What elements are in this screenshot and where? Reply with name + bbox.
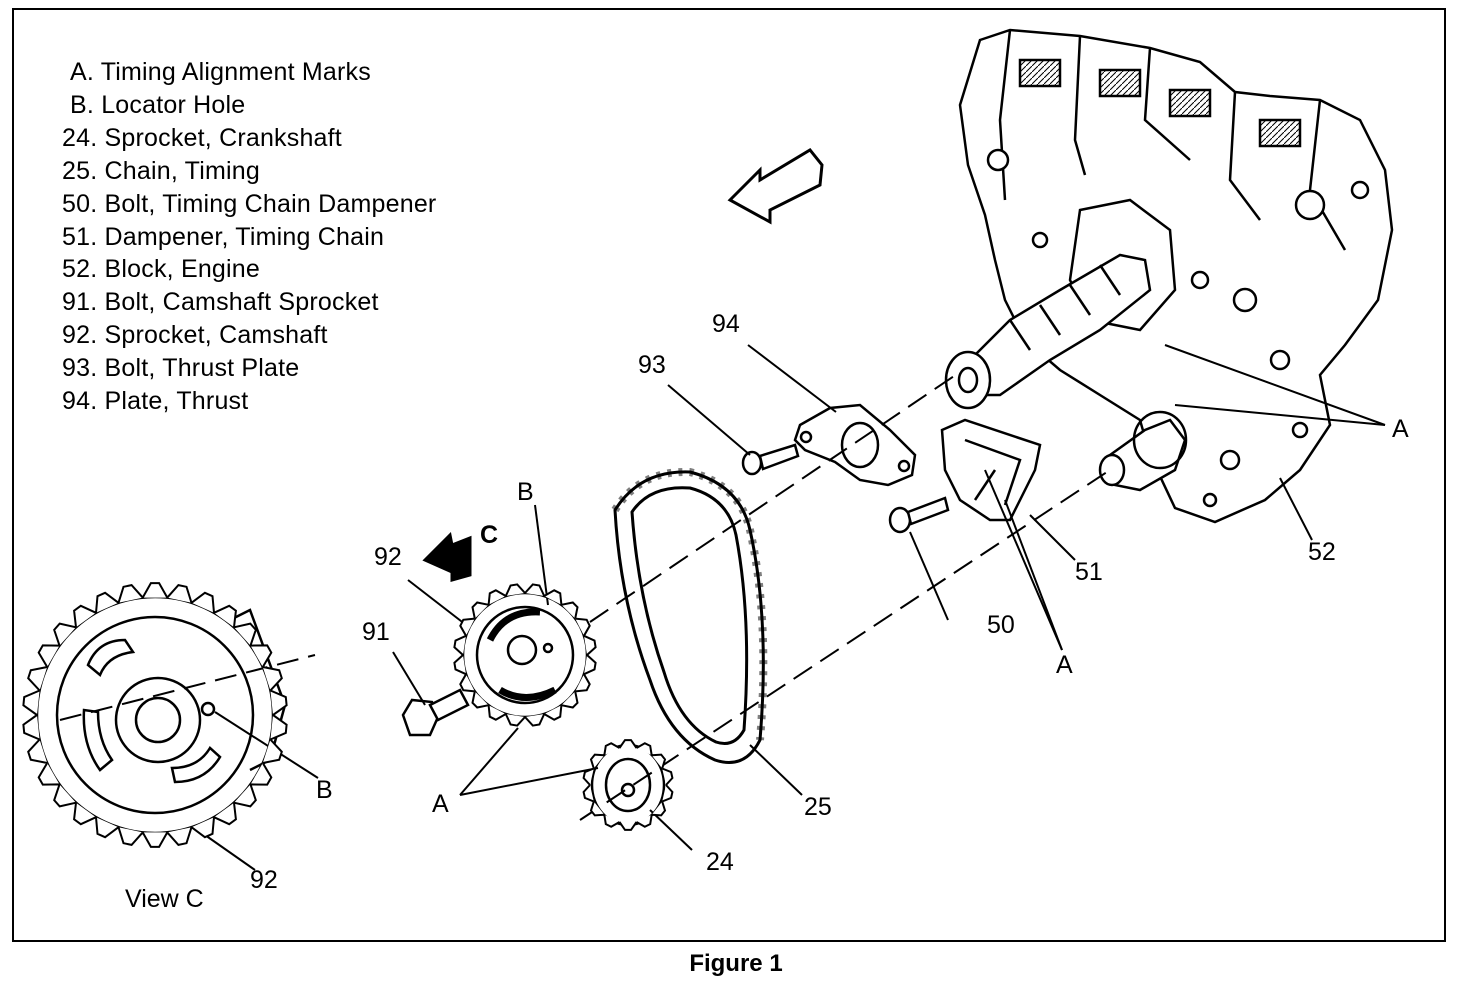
view-c-label: View C <box>125 885 204 913</box>
leader-lines <box>204 344 1386 871</box>
view-c-sprocket-teeth <box>22 582 288 848</box>
direction-arrows <box>422 148 824 582</box>
legend-item: 25. Chain, Timing <box>62 155 436 188</box>
callout-24: 24 <box>706 848 734 876</box>
callout-A-right: A <box>1392 415 1409 443</box>
callout-C: C <box>480 521 499 549</box>
legend-text: Dampener, Timing Chain <box>104 222 385 251</box>
legend-text: Plate, Thrust <box>104 387 249 416</box>
callout-A-bottom: A <box>1056 651 1073 679</box>
legend-text: Chain, Timing <box>104 156 260 185</box>
legend-key: 51. <box>62 222 98 251</box>
legend-key: 91. <box>62 288 98 317</box>
legend-item: 93. Bolt, Thrust Plate <box>62 352 436 385</box>
legend-item: A. Timing Alignment Marks <box>62 56 436 89</box>
legend-key: 93. <box>62 354 98 383</box>
legend-key: B. <box>70 90 95 119</box>
legend-text: Bolt, Camshaft Sprocket <box>104 288 379 317</box>
callout-92-view: 92 <box>250 866 278 894</box>
legend-item: 50. Bolt, Timing Chain Dampener <box>62 188 436 221</box>
callout-A-lower-left: A <box>432 790 449 818</box>
engine-block <box>944 28 1394 524</box>
callout-51: 51 <box>1075 558 1103 586</box>
callout-94: 94 <box>712 310 740 338</box>
legend-key: 25. <box>62 156 98 185</box>
legend-text: Sprocket, Camshaft <box>104 321 328 350</box>
legend-item: 52. Block, Engine <box>62 253 436 286</box>
legend-item: 91. Bolt, Camshaft Sprocket <box>62 286 436 319</box>
timing-chain <box>611 467 768 764</box>
callout-52: 52 <box>1308 538 1336 566</box>
camshaft-sprocket-bolt <box>401 688 470 737</box>
legend-text: Block, Engine <box>104 255 260 284</box>
callout-B-cam-sprocket: B <box>517 478 534 506</box>
legend-key: 24. <box>62 123 98 152</box>
legend-item: 24. Sprocket, Crankshaft <box>62 122 436 155</box>
legend-text: Sprocket, Crankshaft <box>104 123 342 152</box>
alignment-lines <box>59 371 1111 821</box>
dampener-bolt <box>888 496 950 534</box>
legend-text: Bolt, Timing Chain Dampener <box>104 189 437 218</box>
callout-25: 25 <box>804 793 832 821</box>
timing-chain-dampener <box>940 418 1042 522</box>
callout-50: 50 <box>987 611 1015 639</box>
thrust-plate-bolt <box>741 443 800 476</box>
legend-item: 94. Plate, Thrust <box>62 385 436 418</box>
callout-91: 91 <box>362 618 390 646</box>
figure-caption: Figure 1 <box>689 950 783 977</box>
legend-item: B. Locator Hole <box>62 89 436 122</box>
legend-item: 51. Dampener, Timing Chain <box>62 221 436 254</box>
legend-text: Locator Hole <box>101 90 246 119</box>
legend-key: A. <box>70 58 95 86</box>
legend-key: 50. <box>62 189 98 218</box>
camshaft-sprocket-teeth <box>453 583 597 727</box>
legend-item: 92. Sprocket, Camshaft <box>62 319 436 352</box>
callout-B-view: B <box>316 776 333 804</box>
legend-key: 52. <box>62 255 98 284</box>
legend-text: Bolt, Thrust Plate <box>104 354 300 383</box>
legend-text: Timing Alignment Marks <box>100 58 371 86</box>
crankshaft-sprocket-teeth <box>582 739 674 831</box>
callout-92: 92 <box>374 543 402 571</box>
figure-frame <box>12 8 1446 942</box>
legend-key: 94. <box>62 387 98 416</box>
thrust-plate <box>793 403 917 487</box>
callout-93: 93 <box>638 351 666 379</box>
legend-key: 92. <box>62 321 98 350</box>
